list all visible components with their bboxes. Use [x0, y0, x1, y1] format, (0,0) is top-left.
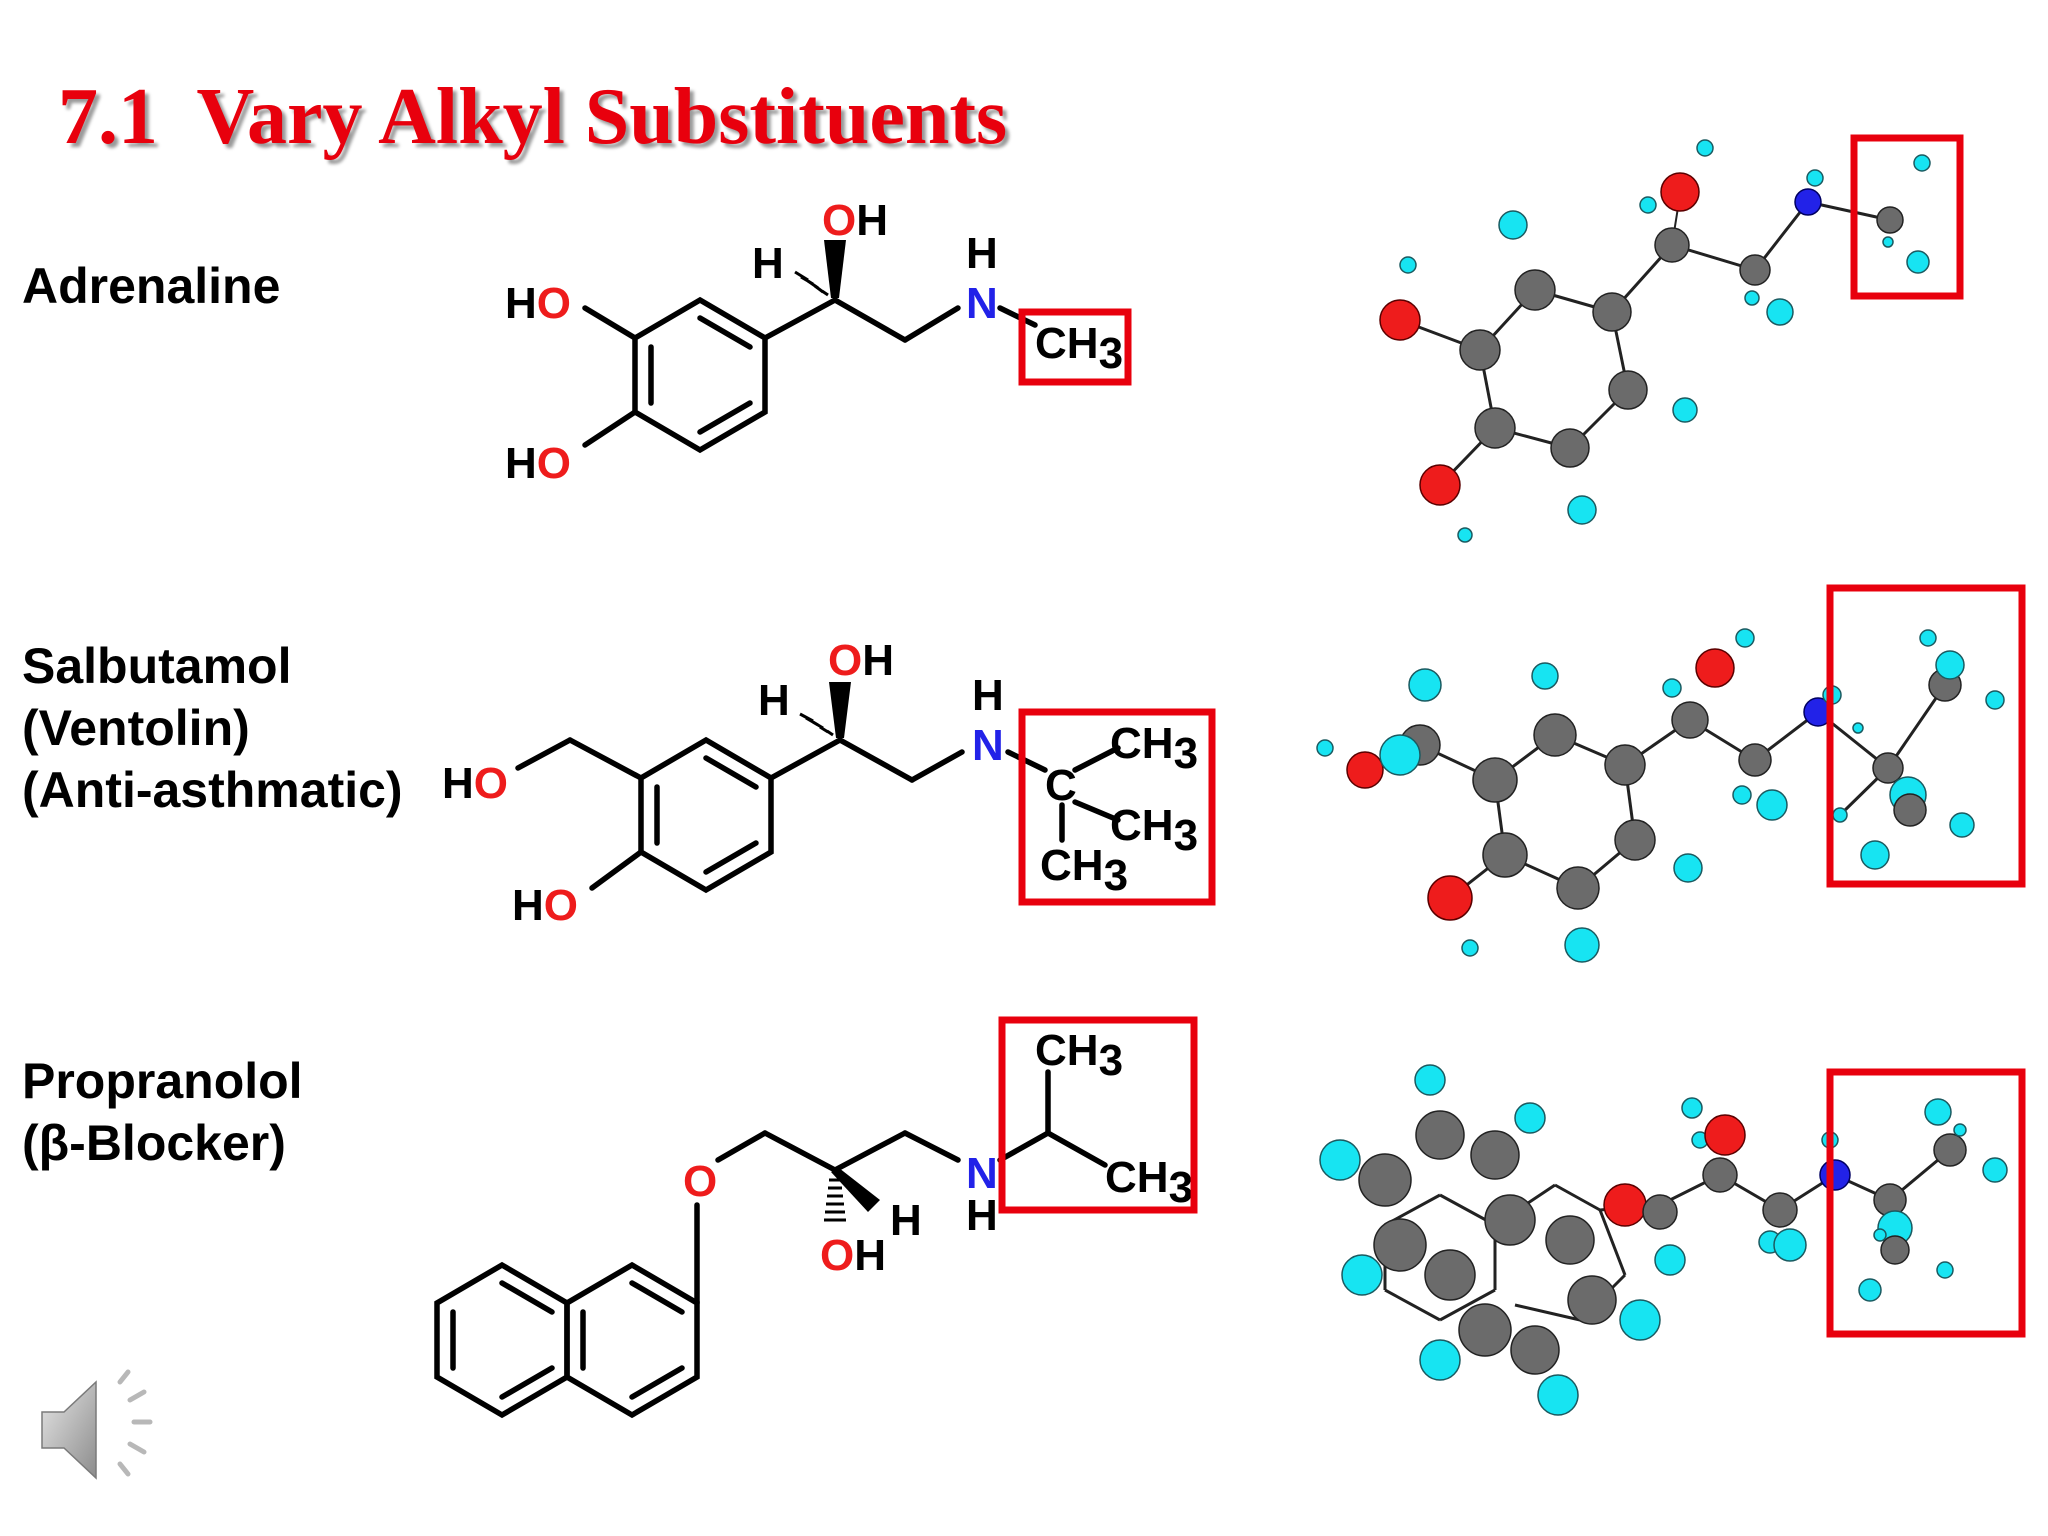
drug-name-line: (Ventolin): [22, 700, 250, 756]
drug-name-line: Salbutamol: [22, 638, 292, 694]
label-ch3: CH3: [1110, 719, 1198, 778]
label-n: N: [966, 1149, 998, 1198]
label-h: H: [966, 1191, 998, 1240]
highlight-box: [1018, 708, 1216, 906]
label-ch3: CH3: [1105, 1153, 1193, 1212]
drug-name-line: (Anti-asthmatic): [22, 762, 403, 818]
label-ch3: CH3: [1035, 319, 1123, 378]
drug-name-line: Adrenaline: [22, 258, 281, 314]
label-o: O: [683, 1157, 717, 1206]
label-n: N: [972, 721, 1004, 770]
label-c: C: [1045, 761, 1077, 810]
propranolol-atom-labels: O OH H N H CH3 CH3: [683, 1026, 1193, 1280]
label-ho: HO: [512, 881, 578, 930]
label-n: N: [966, 279, 998, 328]
highlight-box: [1826, 584, 2026, 888]
salbutamol-atom-labels: HO HO OH H H N C CH3 CH3 CH3: [442, 636, 1198, 930]
model-atoms: [1316, 628, 2005, 963]
label-h: H: [890, 1196, 922, 1245]
label-h: H: [758, 676, 790, 725]
highlight-box: [1018, 308, 1132, 386]
highlight-box: [1826, 1068, 2026, 1338]
drug-name-line: (β-Blocker): [22, 1115, 286, 1171]
label-oh: OH: [828, 636, 894, 685]
label-h: H: [752, 239, 784, 288]
slide-title: 7.1 Vary Alkyl Substituents: [58, 73, 1008, 161]
speaker-icon[interactable]: [34, 1360, 174, 1500]
label-ch3: CH3: [1040, 841, 1128, 900]
label-ch3: CH3: [1110, 801, 1198, 860]
adrenaline-atom-labels: HO HO OH H H N CH3: [505, 196, 1123, 488]
label-ch3: CH3: [1035, 1026, 1123, 1085]
model-atoms: [1379, 139, 1931, 543]
model-atoms: [1319, 1064, 2008, 1416]
drug-label-adrenaline: Adrenaline: [22, 255, 280, 317]
drug-name-line: Propranolol: [22, 1053, 303, 1109]
label-ho: HO: [505, 279, 571, 328]
drug-label-propranolol: Propranolol (β-Blocker): [22, 1050, 303, 1174]
label-h: H: [966, 229, 998, 278]
salbutamol-bonds: [515, 682, 1121, 894]
label-oh: OH: [822, 196, 888, 245]
label-ho: HO: [442, 759, 508, 808]
highlight-box: [1850, 134, 1964, 300]
label-oh: OH: [820, 1231, 886, 1280]
drug-label-salbutamol: Salbutamol (Ventolin) (Anti-asthmatic): [22, 635, 403, 821]
highlight-box: [998, 1016, 1198, 1214]
propranolol-bonds: [434, 1069, 1108, 1419]
label-h: H: [972, 671, 1004, 720]
label-ho: HO: [505, 439, 571, 488]
adrenaline-bonds: [582, 240, 1038, 454]
